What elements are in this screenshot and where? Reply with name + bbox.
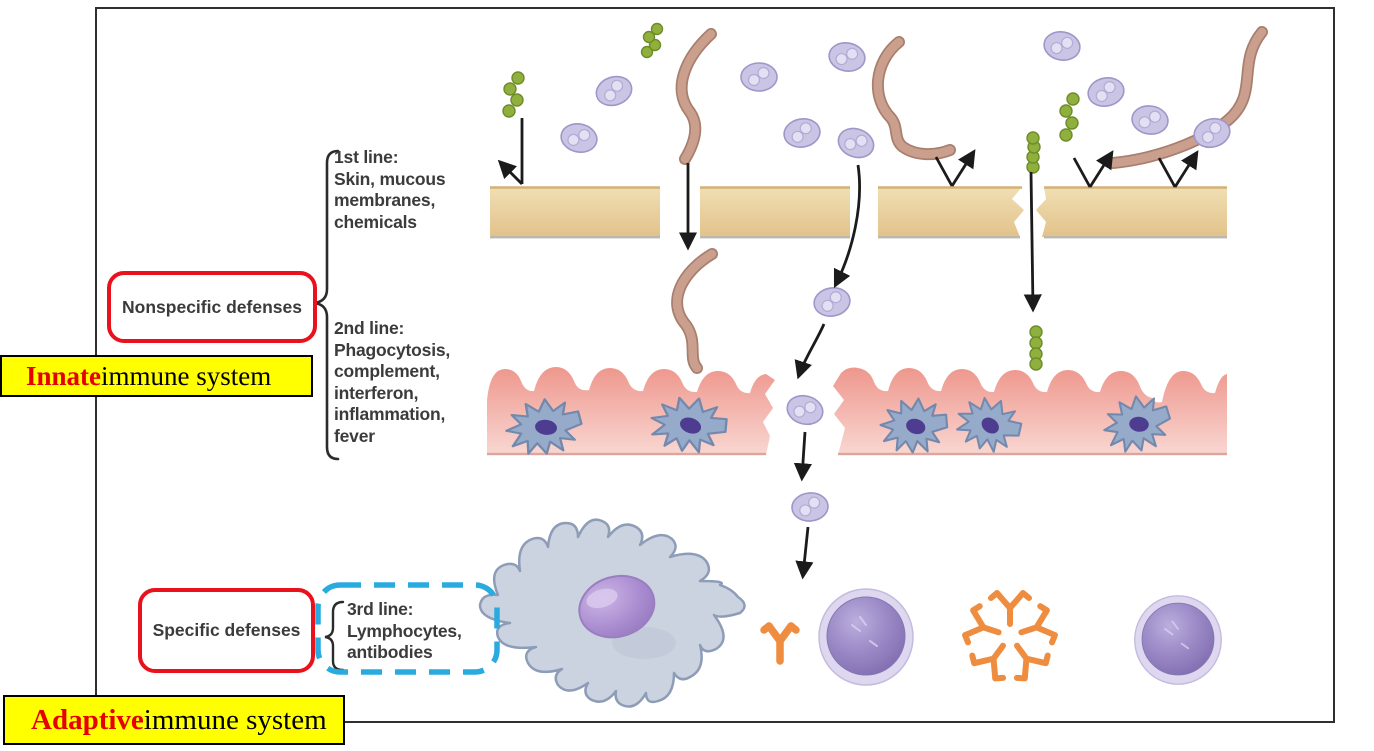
pathogen-cell-icon (781, 115, 823, 151)
pathogen-cell-icon (833, 122, 879, 164)
bacteria-chain-icon (640, 22, 664, 59)
second-line-title: 2nd line: (334, 318, 405, 338)
bacteria-chain-icon (1029, 325, 1043, 371)
worm-icon (675, 28, 717, 165)
arrow (793, 431, 812, 482)
skin-crack-left-edge (878, 187, 1024, 237)
worm-icon (871, 36, 956, 161)
brace-icon (324, 600, 345, 672)
pathogen-cell-icon (557, 119, 601, 157)
deflect-arrow-icon (934, 149, 976, 187)
bacteria-chains (502, 22, 1080, 371)
adaptive-system-box: Adaptive immune system (3, 695, 345, 745)
bacteria-chain-icon (1059, 92, 1080, 142)
deflect-arrow-icon (1072, 150, 1114, 188)
arrows (497, 118, 1199, 580)
skin-bottom-edge (490, 236, 1227, 239)
pathogen-cell-icon (790, 490, 830, 524)
pathogen-cell-icon (811, 284, 853, 320)
deflect-arrow-icon (1157, 150, 1199, 188)
arrow (794, 323, 826, 380)
arrow (1023, 171, 1042, 313)
pathogen-cell-icon (740, 62, 778, 92)
nonspecific-defenses-box: Nonspecific defenses (107, 271, 317, 343)
arrow (833, 164, 861, 289)
innate-highlight: Innate (26, 360, 102, 391)
antibody-y-icon (760, 622, 800, 665)
third-line-dashed-box (315, 582, 500, 675)
nonspecific-defenses-label: Nonspecific defenses (122, 296, 302, 317)
deflect-arrow-icon (497, 159, 523, 185)
adaptive-highlight: Adaptive (31, 703, 144, 736)
third-line-cells (478, 518, 1223, 708)
third-line-title: 3rd line: (347, 599, 414, 619)
first-line-label: 1st line: Skin, mucous membranes, chemic… (334, 147, 446, 232)
bacteria-chain-icon (1026, 131, 1041, 174)
bacteria-chain-icon (502, 71, 525, 118)
tissue-layer (487, 367, 1227, 460)
pathogen-cell-icon (783, 391, 827, 429)
adaptive-rest: immune system (143, 703, 327, 736)
third-line-label: 3rd line: Lymphocytes, antibodies (347, 599, 462, 662)
skin-barrier (490, 186, 1227, 239)
skin-crack-right-edge (1036, 187, 1227, 237)
pathogen-cell-icon (1084, 73, 1128, 111)
specific-defenses-label: Specific defenses (152, 620, 301, 640)
first-line-title: 1st line: (334, 147, 399, 167)
worm-icon (1107, 26, 1268, 169)
innate-rest: immune system (101, 360, 272, 391)
macrophage-icon (478, 518, 746, 708)
innate-system-box: Innate immune system (0, 355, 313, 397)
pathogen-cell-icon (591, 71, 637, 111)
worm-icon (671, 248, 718, 374)
pathogen-cell-icon (1041, 28, 1083, 64)
tissue-bottom-edge (487, 452, 1227, 456)
second-line-label: 2nd line: Phagocytosis, complement, inte… (334, 318, 451, 446)
specific-defenses-box: Specific defenses (138, 588, 315, 673)
parasitic-worms (671, 26, 1268, 374)
lymphocyte-icon (1133, 594, 1223, 686)
lymphocyte-icon (818, 588, 914, 686)
pathogen-cell-icon (1129, 102, 1171, 138)
pathogen-cell-icon (826, 39, 868, 75)
arrow (795, 526, 814, 580)
antibody-igm-icon (963, 593, 1057, 682)
